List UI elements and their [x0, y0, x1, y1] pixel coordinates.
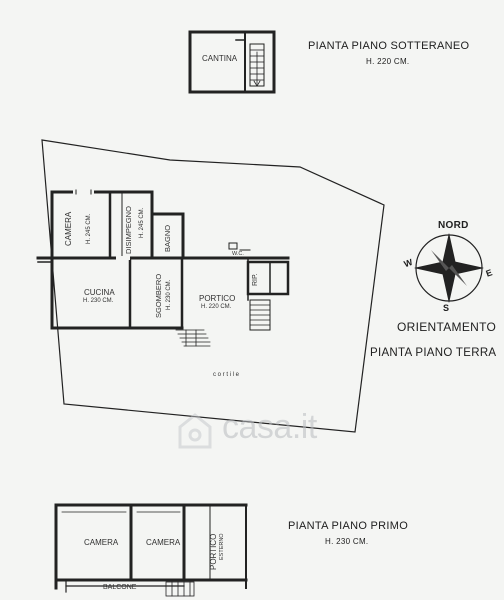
- cucina-height: H. 230 CM.: [83, 298, 114, 304]
- first-floor-title: PIANTA PIANO PRIMO: [288, 520, 409, 532]
- disimpegno-label: DISIMPEGNO: [124, 206, 133, 254]
- portico-height: H. 220 CM.: [201, 304, 232, 310]
- cucina-label: CUCINA: [84, 288, 115, 297]
- first-portico-label: PORTICO: [209, 533, 218, 570]
- basement-title: PIANTA PIANO SOTTERANEO: [308, 40, 470, 52]
- ground-floor-plan: [36, 189, 290, 347]
- camera-height: H. 245 CM.: [86, 213, 92, 244]
- compass-north-label: NORD: [438, 220, 469, 231]
- basement-height: H. 220 CM.: [366, 57, 410, 66]
- watermark-text: casa.it: [222, 408, 317, 446]
- lot-boundary: [41, 139, 385, 433]
- sgombero-height: H. 230 CM.: [166, 279, 172, 310]
- first-floor-plan: [54, 503, 248, 597]
- cortile-label: c o r t i l e: [213, 372, 240, 378]
- camera-label: CAMERA: [64, 211, 73, 246]
- orientation-label: ORIENTAMENTO: [397, 320, 497, 334]
- first-camera-left-label: CAMERA: [84, 538, 119, 547]
- first-portico-sub-label: ESTERNO: [219, 533, 225, 560]
- watermark: casa.it: [178, 408, 317, 447]
- house-icon: [178, 413, 212, 449]
- first-camera-right-label: CAMERA: [146, 538, 181, 547]
- wc-label: W.C.: [232, 251, 244, 257]
- compass-south-label: S: [443, 303, 450, 313]
- compass-rose-icon: [414, 233, 484, 303]
- ground-floor-title: PIANTA PIANO TERRA: [370, 347, 497, 359]
- balcone-label: BALCONE: [103, 584, 137, 591]
- rip-label: RIP.: [252, 273, 259, 286]
- basement-plan: [188, 30, 276, 94]
- bagno-label: BAGNO: [163, 224, 172, 252]
- sgombero-label: SGOMBERO: [154, 273, 163, 318]
- disimpegno-height: H. 245 CM.: [139, 207, 145, 238]
- portico-label: PORTICO: [199, 294, 236, 303]
- cantina-label: CANTINA: [202, 54, 238, 63]
- first-floor-height: H. 230 CM.: [325, 537, 369, 546]
